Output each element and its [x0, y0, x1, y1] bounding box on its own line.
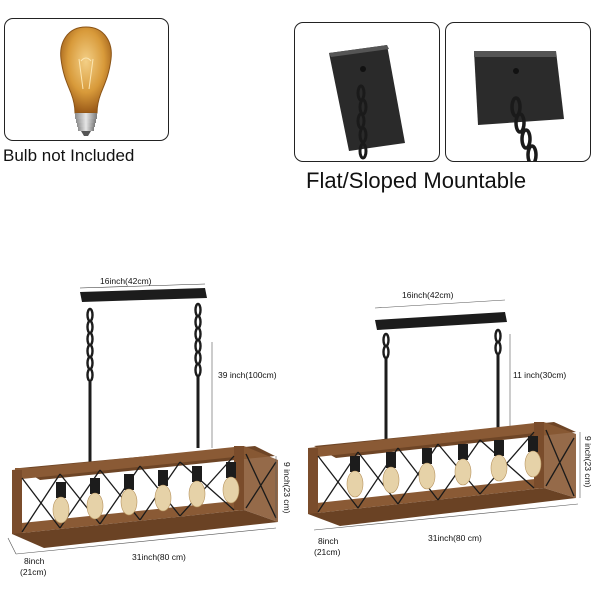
flat-mount-panel — [294, 22, 440, 162]
bulbs — [52, 462, 240, 524]
small-height-label: 9 inch(23 cm) — [583, 436, 593, 488]
large-height-label: 9 inch(23 cm) — [282, 462, 292, 514]
wood-frame — [12, 446, 278, 548]
bulb-caption: Bulb not Included — [3, 146, 135, 165]
canopy — [80, 288, 207, 302]
bulbs — [346, 436, 542, 498]
large-depth-label-2: (21cm) — [20, 567, 47, 577]
bulb-panel — [4, 18, 169, 141]
small-depth-label-1: 8inch — [318, 536, 339, 546]
small-chain-length-label: 11 inch(30cm) — [513, 370, 567, 380]
mount-caption: Flat/Sloped Mountable — [306, 168, 527, 193]
large-depth-label-1: 8inch — [24, 556, 45, 566]
edison-bulb-image — [60, 26, 112, 136]
canopy — [375, 312, 507, 330]
chandelier-long-chain-image — [7, 283, 278, 555]
small-length-label: 31inch(80 cm) — [428, 533, 482, 543]
small-canopy-width-label: 16inch(42cm) — [402, 290, 454, 300]
large-chain-length-label: 39 inch(100cm) — [218, 370, 277, 380]
chandelier-short-chain-image — [308, 299, 581, 531]
sloped-mount-panel — [445, 22, 591, 162]
wood-frame — [308, 422, 576, 526]
small-depth-label-2: (21cm) — [314, 547, 341, 557]
large-canopy-width-label: 16inch(42cm) — [100, 276, 152, 286]
large-length-label: 31inch(80 cm) — [132, 552, 186, 562]
sloped-mount-image — [474, 51, 564, 161]
flat-mount-image — [329, 45, 405, 160]
